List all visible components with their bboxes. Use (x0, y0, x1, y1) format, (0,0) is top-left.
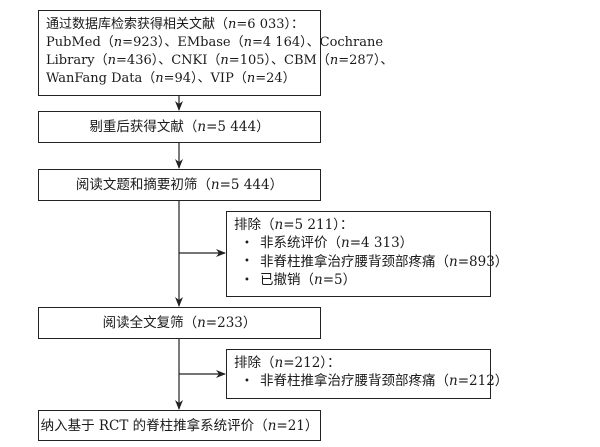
exclusion-title: 排除（n=5 211）： (234, 217, 354, 233)
exclusion-item: 已撤销（n=5） (234, 271, 490, 290)
exclusion-box-2: 排除（n=212）： 非脊柱推拿治疗腰背颈部疼痛（n=212） (226, 349, 508, 399)
exclusion-item: 非脊柱推拿治疗腰背颈部疼痛（n=212） (234, 372, 508, 391)
included-box: 纳入基于 RCT 的脊柱推拿系统评价（n=21） (38, 410, 321, 441)
dedup-box: 剔重后获得文献（n=5 444） (38, 111, 321, 143)
fulltext-screen-box: 阅读全文复筛（n=233） (38, 307, 321, 339)
search-line: WanFang Data（n=94）、VIP（n=24） (46, 71, 296, 86)
exclusion-title: 排除（n=212）： (234, 355, 341, 371)
search-line: PubMed（n=923）、EMbase（n=4 164）、Cochrane (46, 35, 384, 50)
exclusion-item: 非系统评价（n=4 313） (234, 234, 490, 253)
exclusion-item: 非脊柱推拿治疗腰背颈部疼痛（n=893） (234, 253, 508, 272)
title-abstract-label: 阅读文题和摘要初筛（n=5 444） (75, 177, 284, 193)
exclusion-box-1: 排除（n=5 211）： 非系统评价（n=4 313） 非脊柱推拿治疗腰背颈部疼… (226, 211, 508, 297)
database-search-box: 通过数据库检索获得相关文献（n=6 033）： PubMed（n=923）、EM… (38, 10, 394, 96)
dedup-label: 剔重后获得文献（n=5 444） (89, 119, 270, 135)
included-label: 纳入基于 RCT 的脊柱推拿系统评价（n=21） (40, 417, 319, 434)
search-line: Library（n=436）、CNKI（n=105）、CBM（n=287）、 (46, 53, 394, 68)
search-line: 通过数据库检索获得相关文献（n=6 033）： (46, 17, 305, 32)
title-abstract-screen-box: 阅读文题和摘要初筛（n=5 444） (38, 169, 321, 201)
fulltext-label: 阅读全文复筛（n=233） (102, 315, 257, 331)
